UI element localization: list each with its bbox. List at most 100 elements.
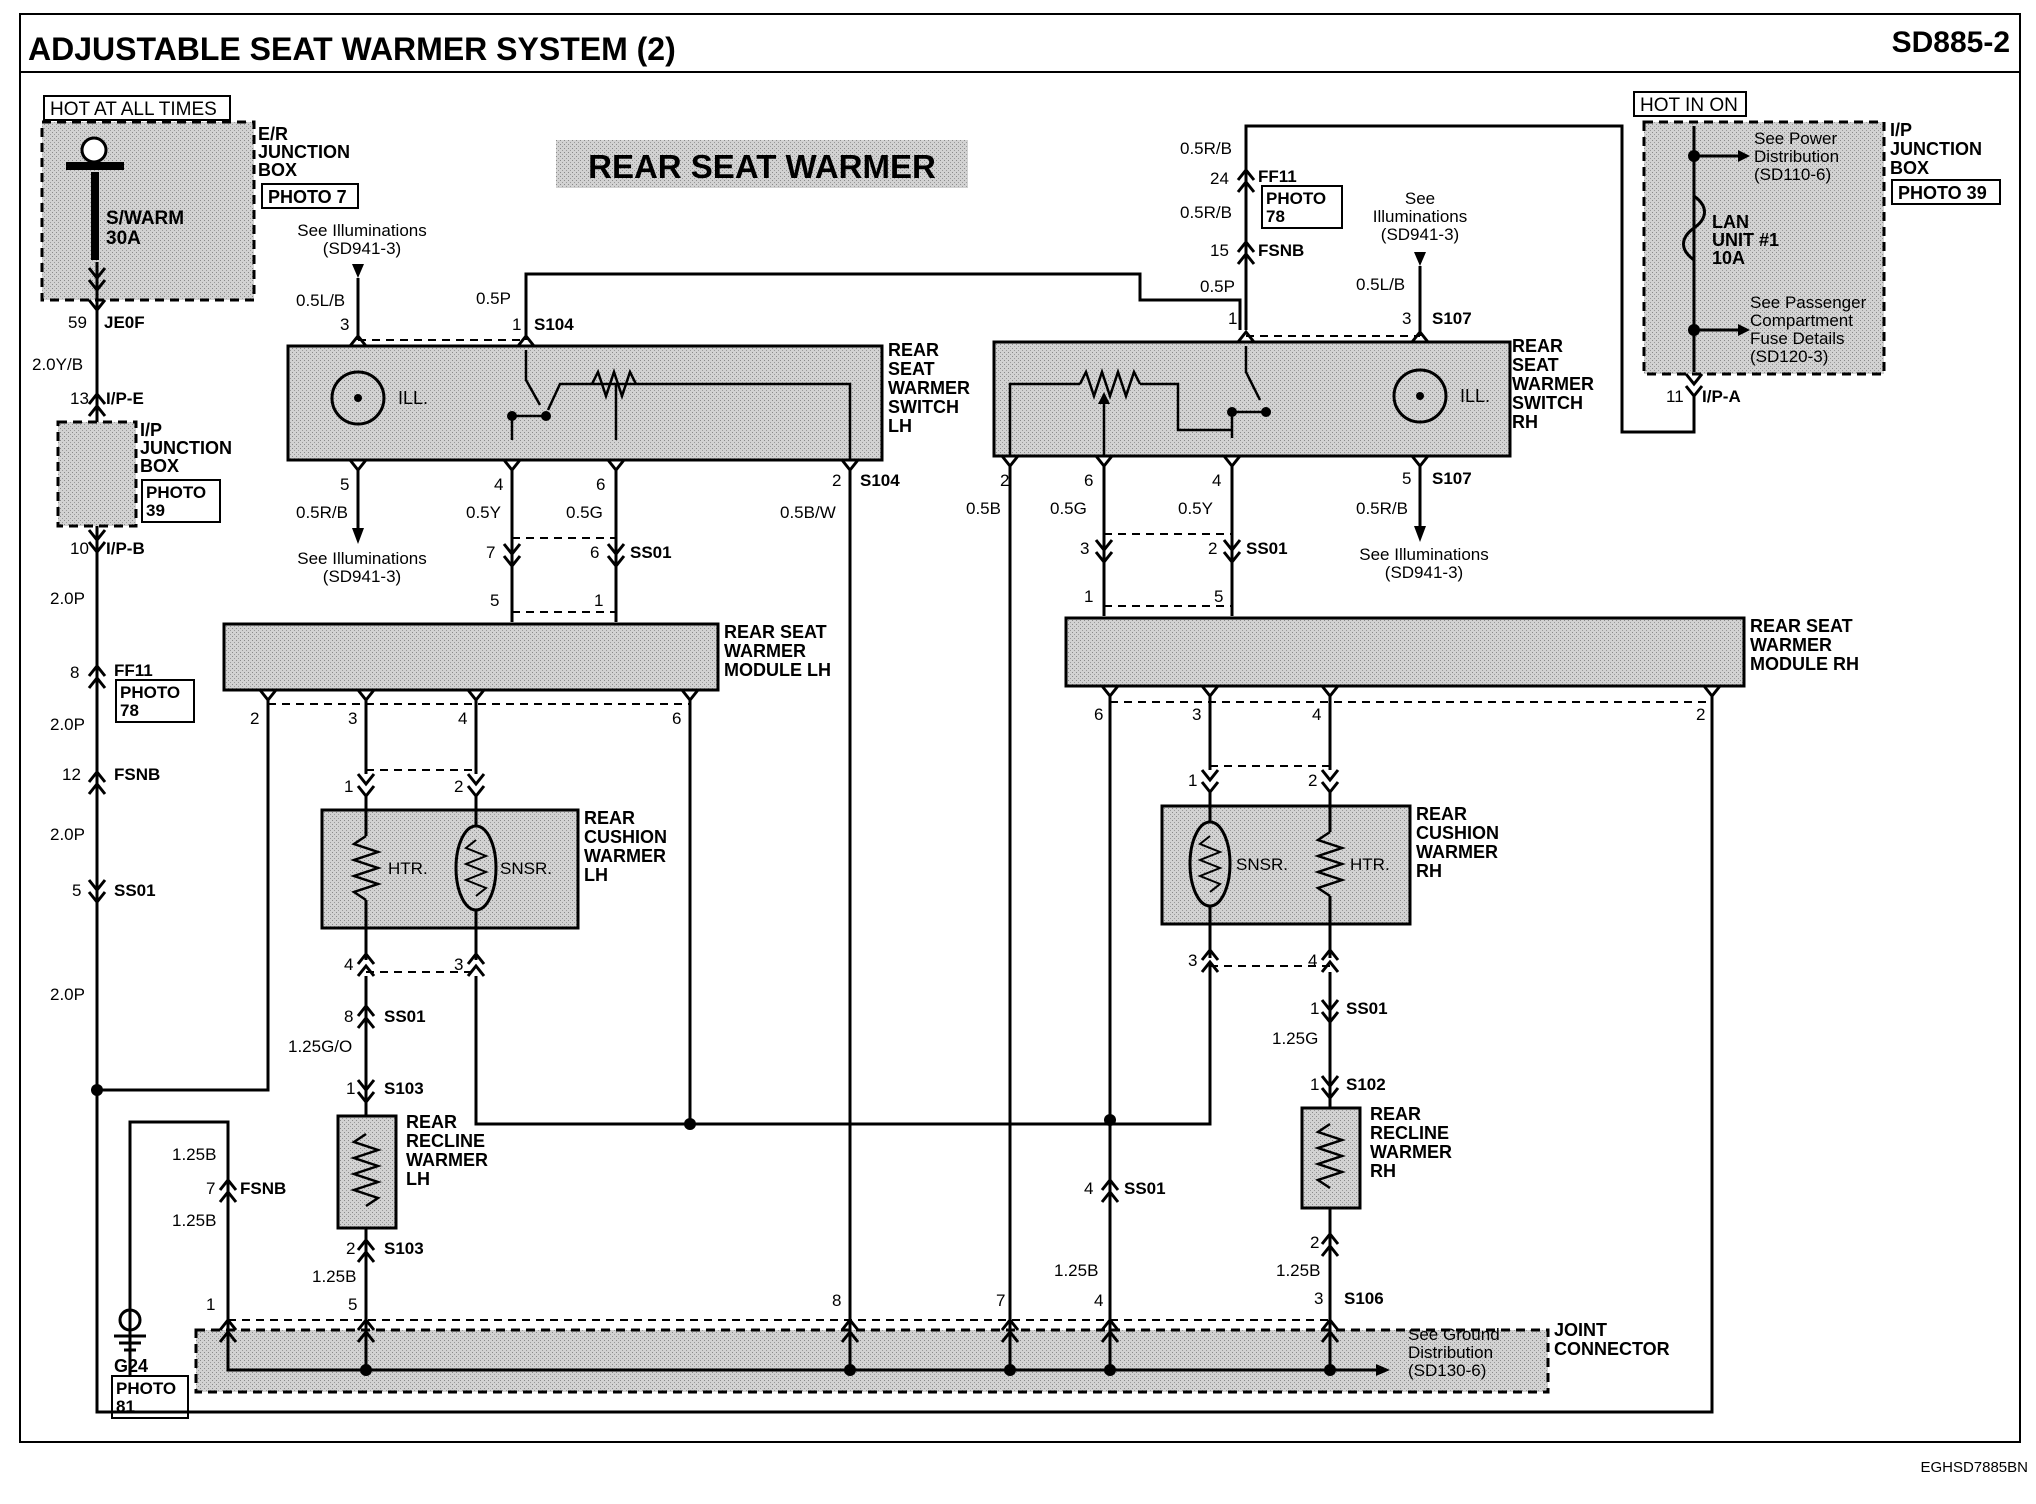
lh-conn-pin-5: 5 <box>490 591 499 610</box>
chevron-up-icon <box>1000 1317 1020 1343</box>
rh-ill-label: ILL. <box>1460 386 1490 406</box>
rh-cushion-pin-4: 4 <box>1308 951 1317 970</box>
lh-wire-0-5p: 0.5P <box>476 289 511 308</box>
chevron-down-icon <box>1200 769 1220 795</box>
chevron-down-icon <box>1320 769 1340 795</box>
rear-seat-warmer-switch-rh <box>992 340 1512 458</box>
rh-switch-name-4: SWITCH <box>1512 393 1583 413</box>
rear-recline-warmer-rh <box>1300 1106 1362 1210</box>
lh-internal-wires <box>510 350 852 460</box>
ground-wire-g24 <box>128 1120 230 1412</box>
lh-wire-0-5lb: 0.5L/B <box>296 291 345 310</box>
chevron-down-icon <box>466 773 486 799</box>
section-title-bg <box>556 140 968 188</box>
lh-cushion-name-2: CUSHION <box>584 827 667 847</box>
rh-see-ill-top-1: See <box>1405 189 1435 208</box>
chevron-up-icon <box>218 1177 238 1203</box>
section-title: REAR SEAT WARMER <box>588 148 936 185</box>
rh-see-ill-top-2: Illuminations <box>1373 207 1468 226</box>
lh-wire-0-5bw: 0.5B/W <box>780 503 836 522</box>
lh-s104-bot: S104 <box>860 471 900 490</box>
rh-wire-0-5rb: 0.5R/B <box>1356 499 1408 518</box>
chevron-up-icon <box>1100 1317 1120 1343</box>
lh-recline-conn-top: S103 <box>384 1079 424 1098</box>
wire-2-0p-4: 2.0P <box>50 985 85 1004</box>
rear-seat-warmer-module-rh <box>1064 616 1746 688</box>
chevron-up-icon <box>1320 947 1340 973</box>
lh-see-ill-bot-1: See Illuminations <box>297 549 426 568</box>
hot-in-on-label-box <box>1633 91 1747 117</box>
ipr-fuse-3: 10A <box>1712 248 1745 268</box>
lh-module-pin-6: 6 <box>672 709 681 728</box>
er-fuse-label-1: S/WARM <box>106 208 184 229</box>
ipl-conn-top: I/P-E <box>106 389 144 408</box>
lh-recline-name-2: RECLINE <box>406 1131 485 1151</box>
jc-note-1: See Ground <box>1408 1325 1500 1344</box>
ipr-fuse-1: LAN <box>1712 212 1749 232</box>
lh-cushion-name-3: WARMER <box>584 846 666 866</box>
er-photo-label: PHOTO 7 <box>268 187 347 207</box>
rh-feed-w-mid: 0.5R/B <box>1180 203 1232 222</box>
lh-recline-ss01-pin: 8 <box>344 1007 353 1026</box>
rh-conn-pin-1: 1 <box>1084 587 1093 606</box>
ipr-name-1: I/P <box>1890 120 1912 140</box>
wire-2-0p-3: 2.0P <box>50 825 85 844</box>
lh-htr-label: HTR. <box>388 859 428 878</box>
jc-pin-1: 1 <box>206 1295 215 1314</box>
ipl-photo-box <box>141 479 221 523</box>
rh-module-pin-2: 2 <box>1696 705 1705 724</box>
ss01-pin-left: 5 <box>72 881 81 900</box>
rh-recline-name-2: RECLINE <box>1370 1123 1449 1143</box>
chevron-up-icon <box>1236 329 1256 343</box>
rh-feed-photo-2: 78 <box>1266 207 1285 226</box>
rh-see-ill-bot-1: See Illuminations <box>1359 545 1488 564</box>
chevron-down-icon <box>1320 1075 1340 1101</box>
ipl-name-1: I/P <box>140 420 162 440</box>
switch-contact-icon <box>541 411 551 421</box>
rh-pin-3: 3 <box>1402 309 1411 328</box>
chevron-up-icon <box>356 1237 376 1263</box>
chevron-up-icon <box>1236 167 1256 193</box>
ip-junction-box-left <box>56 420 138 528</box>
chevron-down-icon <box>87 267 107 293</box>
lh-recline-pin-bot: 2 <box>346 1239 355 1258</box>
lh-module-pin-4: 4 <box>458 709 467 728</box>
jc-s106: S106 <box>1344 1289 1384 1308</box>
fsnb-pin-left: 12 <box>62 765 81 784</box>
fuse-icon <box>66 136 124 260</box>
lh-wire-0-5y: 0.5Y <box>466 503 501 522</box>
rh-recline-pin-bot: 2 <box>1310 1233 1319 1252</box>
ipr-photo-box <box>1891 179 2001 205</box>
ff11-photo-1: PHOTO <box>120 683 180 702</box>
rh-snsr-label: SNSR. <box>1236 855 1288 874</box>
hot-at-all-times-label-box <box>43 95 231 121</box>
chevron-up-icon <box>1100 1177 1120 1203</box>
hot-at-all-times-label: HOT AT ALL TIMES <box>50 99 217 120</box>
lh-see-ill-top-1: See Illuminations <box>297 221 426 240</box>
heater-element-icon <box>1314 830 1346 898</box>
chevron-up-icon <box>1236 239 1256 265</box>
ipr-photo: PHOTO 39 <box>1898 183 1987 203</box>
lh-snsr-label: SNSR. <box>500 859 552 878</box>
ff11-photo-2: 78 <box>120 701 139 720</box>
er-conn: JE0F <box>104 313 145 332</box>
chevron-up-icon <box>840 1317 860 1343</box>
rh-cushion-name-1: REAR <box>1416 804 1467 824</box>
lh-recline-wire-bot: 1.25B <box>312 1267 356 1286</box>
ipr-fuse-note-4: (SD120-3) <box>1750 347 1828 366</box>
jc-name-1: JOINT <box>1554 1320 1607 1340</box>
switch-contact-icon <box>507 411 517 421</box>
rh-module-pin-6: 6 <box>1094 705 1103 724</box>
rh-cushion-name-2: CUSHION <box>1416 823 1499 843</box>
resistor-icon <box>590 368 638 400</box>
rh-feed-photo-box <box>1261 185 1343 229</box>
jc-name-2: CONNECTOR <box>1554 1339 1670 1359</box>
rh-recline-wire-top: 1.25G <box>1272 1029 1318 1048</box>
lh-module-name-3: MODULE LH <box>724 660 831 680</box>
gnd-ss01-conn: SS01 <box>1124 1179 1166 1198</box>
chevron-down-icon <box>502 543 522 569</box>
lh-cushion-pin-3: 3 <box>454 955 463 974</box>
rh-cushion-name-3: WARMER <box>1416 842 1498 862</box>
gnd-ss01-wire: 1.25B <box>1054 1261 1098 1280</box>
